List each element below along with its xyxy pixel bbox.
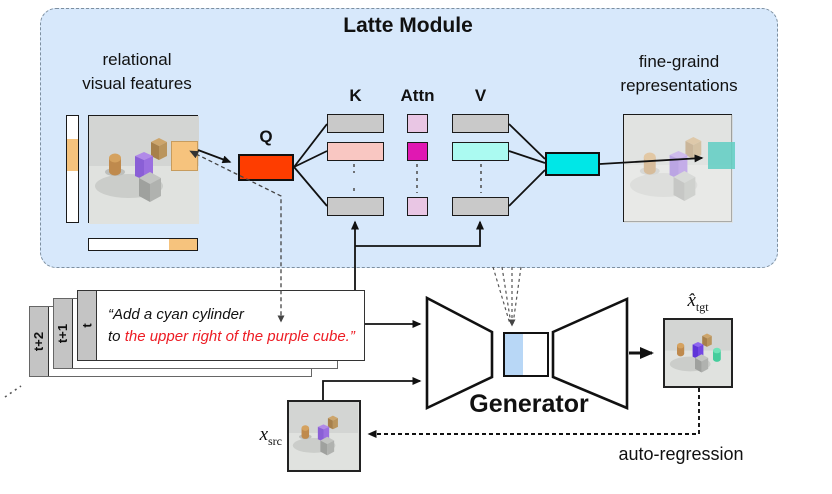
xsrc-label: xsrc: [259, 424, 282, 448]
query-box: [238, 154, 294, 181]
key-bar-1: [327, 114, 384, 133]
query-region-patch: [171, 141, 198, 171]
xtgt-label: x̂tgt: [687, 290, 709, 314]
attn-cell-n: [407, 197, 428, 216]
instruction-relation-red: the upper right of the purple cube.”: [124, 328, 355, 345]
latte-module-title: Latte Module: [343, 14, 473, 37]
dots-stack-continuation: [4, 385, 22, 398]
vertical-feature-highlight: [67, 139, 78, 171]
horizontal-feature-highlight: [169, 239, 197, 250]
dashed-fan-module-to-bottleneck: [492, 266, 522, 325]
instruction-line2: to the upper right of the purple cube.”: [108, 328, 355, 345]
horizontal-feature-bar: [88, 238, 198, 251]
generator-label: Generator: [469, 390, 589, 418]
relational-scene-image: [88, 115, 198, 223]
value-bar-n: [452, 197, 509, 216]
key-bar-n: [327, 197, 384, 216]
attn-cell-1: [407, 114, 428, 133]
key-bar-2-highlighted: [327, 142, 384, 161]
scene-graphic: [289, 402, 358, 469]
fine-grained-representations-label: fine-graind representations: [620, 52, 738, 95]
card-tab-t1: t+1: [54, 299, 73, 368]
xtgt-image: [663, 318, 733, 388]
q-label: Q: [259, 127, 273, 146]
value-bar-1: [452, 114, 509, 133]
bottleneck-latent-blue: [505, 334, 523, 375]
vertical-feature-bar: [66, 115, 79, 223]
attn-cell-2-highlighted: [407, 142, 428, 161]
instruction-line1: “Add a cyan cylinder: [108, 306, 244, 323]
attended-output-box: [545, 152, 600, 176]
instruction-text: “Add a cyan cylinder to the upper right …: [108, 304, 368, 348]
arrow-xsrc-to-generator: [322, 377, 422, 400]
relational-features-label: relational visual features: [82, 50, 192, 93]
v-label: V: [474, 86, 487, 105]
generator-bottleneck: [503, 332, 549, 377]
value-bar-2-highlighted: [452, 142, 509, 161]
attended-region-patch: [708, 142, 735, 169]
scene-graphic: [665, 320, 731, 386]
xsrc-image: [287, 400, 361, 472]
attn-label: Attn: [400, 86, 435, 105]
card-tab-t: t: [78, 291, 97, 360]
card-tab-t2: t+2: [30, 307, 49, 376]
k-label: K: [349, 86, 362, 105]
auto-regression-label: auto-regression: [618, 444, 744, 464]
fine-grained-scene-image: [623, 114, 735, 222]
